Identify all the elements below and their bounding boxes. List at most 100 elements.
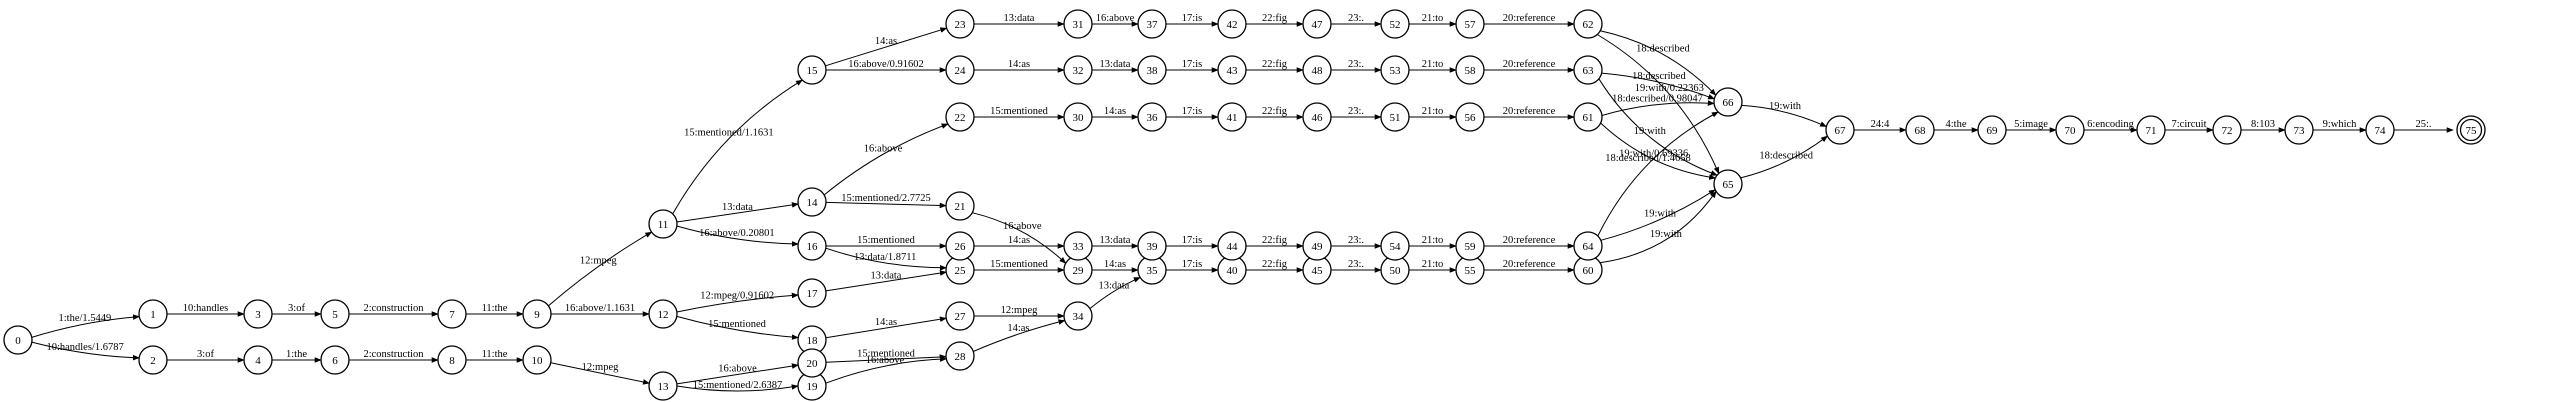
edge-line: [825, 27, 948, 67]
state-node-37: 37: [1137, 9, 1167, 39]
state-circle: [1063, 55, 1093, 85]
edge-12-17: 12:mpeg/0.91602: [676, 291, 799, 313]
edge-19-28: 16:above: [825, 355, 947, 384]
edge-49-54: 23:.: [1330, 235, 1382, 249]
edge-13-19: 15:mentioned/2.6387: [676, 380, 799, 392]
state-label: 56: [1465, 112, 1477, 124]
edge-label: 12:mpeg/0.91602: [700, 291, 774, 302]
state-label: 71: [2146, 125, 2157, 137]
edge-2-4: 3:of: [167, 349, 245, 363]
edge-48-53: 23:.: [1331, 59, 1382, 73]
edge-11-16: 16:above/0.20801: [676, 225, 799, 247]
edge-line: [1601, 100, 1715, 116]
state-label: 74: [2375, 125, 2387, 137]
state-circle: [3, 325, 33, 355]
state-node-2: 2: [138, 345, 168, 375]
state-node-28: 28: [945, 341, 975, 371]
state-label: 39: [1147, 241, 1159, 253]
edge-line: [676, 292, 799, 313]
state-circle: [797, 231, 827, 261]
state-node-23: 23: [945, 9, 975, 39]
edge-63-65: 19:with: [1598, 78, 1718, 176]
state-circle: [1217, 231, 1247, 261]
edge-line: [825, 247, 947, 271]
state-node-59: 59: [1455, 231, 1485, 261]
state-node-33: 33: [1063, 231, 1093, 261]
edge-line: [672, 79, 803, 215]
edge-label: 14:as: [875, 317, 897, 328]
state-circle: [1063, 102, 1093, 132]
state-node-65: 65: [1713, 169, 1743, 199]
edge-11-14: 13:data: [676, 202, 799, 223]
edge-label: 12:mpeg: [1001, 305, 1038, 316]
state-node-10: 10: [522, 345, 552, 375]
edge-40-45: 22:fig: [1246, 259, 1304, 273]
state-label: 52: [1390, 19, 1401, 31]
edge-label: 15:mentioned: [990, 106, 1048, 117]
state-label: 46: [1312, 112, 1324, 124]
state-circle: [648, 209, 678, 239]
edge-line: [1089, 276, 1141, 309]
state-circle: [2212, 115, 2242, 145]
edge-label: 15:mentioned/2.6387: [693, 380, 783, 391]
edge-label: 17:is: [1182, 259, 1202, 270]
edge-line: [825, 316, 947, 339]
edge-22-30: 15:mentioned: [974, 106, 1065, 120]
edge-line: [972, 212, 1067, 264]
edge-61-65: 19:with/0.69336: [1600, 122, 1717, 180]
state-node-49: 49: [1302, 231, 1332, 261]
edge-label: 5:image: [2014, 119, 2048, 130]
edge-line: [676, 315, 799, 340]
state-node-5: 5: [320, 299, 350, 329]
state-circle: [243, 299, 273, 329]
edge-14-21: 15:mentioned/2.7725: [825, 193, 947, 209]
state-circle: [1063, 9, 1093, 39]
state-label: 11: [658, 219, 669, 231]
edge-label: 13:data: [1100, 59, 1131, 70]
edge-63-66: 18:described: [1601, 71, 1716, 100]
edge-label: 9:which: [2323, 119, 2358, 130]
edge-57-62: 20:reference: [1484, 13, 1575, 27]
edge-line: [676, 202, 799, 223]
edge-21-29: 16:above: [972, 212, 1067, 264]
state-circle: [797, 278, 827, 308]
state-node-63: 63: [1573, 55, 1603, 85]
edge-line: [823, 123, 949, 196]
state-label: 12: [658, 309, 669, 321]
state-label: 57: [1465, 19, 1477, 31]
state-circle: [1137, 9, 1167, 39]
state-node-31: 31: [1063, 9, 1093, 39]
state-node-13: 13: [648, 371, 678, 401]
edge-46-51: 23:.: [1331, 106, 1382, 120]
state-node-52: 52: [1380, 9, 1410, 39]
edge-label: 22:fig: [1262, 106, 1288, 117]
edge-16-26: 15:mentioned: [825, 235, 947, 249]
state-node-27: 27: [945, 301, 975, 331]
edge-label: 24:4: [1871, 119, 1890, 130]
state-circle: [1573, 231, 1603, 261]
edge-label: 13:data: [722, 202, 753, 213]
edge-label: 22:fig: [1262, 235, 1288, 246]
state-label: 61: [1583, 112, 1594, 124]
edge-line: [1599, 190, 1717, 264]
edge-label: 13:data: [1100, 235, 1131, 246]
edge-0-1: 1:the/1.5449: [31, 313, 140, 338]
edge-24-32: 14:as: [974, 59, 1065, 73]
state-label: 36: [1147, 112, 1159, 124]
edge-1-3: 10:handles: [167, 303, 245, 317]
edge-35-40: 17:is: [1166, 259, 1219, 273]
state-label: 54: [1390, 241, 1402, 253]
state-node-56: 56: [1455, 102, 1485, 132]
state-label: 0: [15, 335, 21, 347]
state-circle: [1217, 102, 1247, 132]
edge-label: 20:reference: [1503, 259, 1556, 270]
state-node-47: 47: [1302, 9, 1332, 39]
edge-label: 18:described/1.4658: [1605, 153, 1690, 164]
state-node-46: 46: [1302, 102, 1332, 132]
edge-38-43: 17:is: [1166, 59, 1219, 73]
state-node-8: 8: [437, 345, 467, 375]
state-circle: [945, 9, 975, 39]
state-node-17: 17: [797, 278, 827, 308]
edge-label: 13:data/1.8711: [854, 252, 916, 263]
